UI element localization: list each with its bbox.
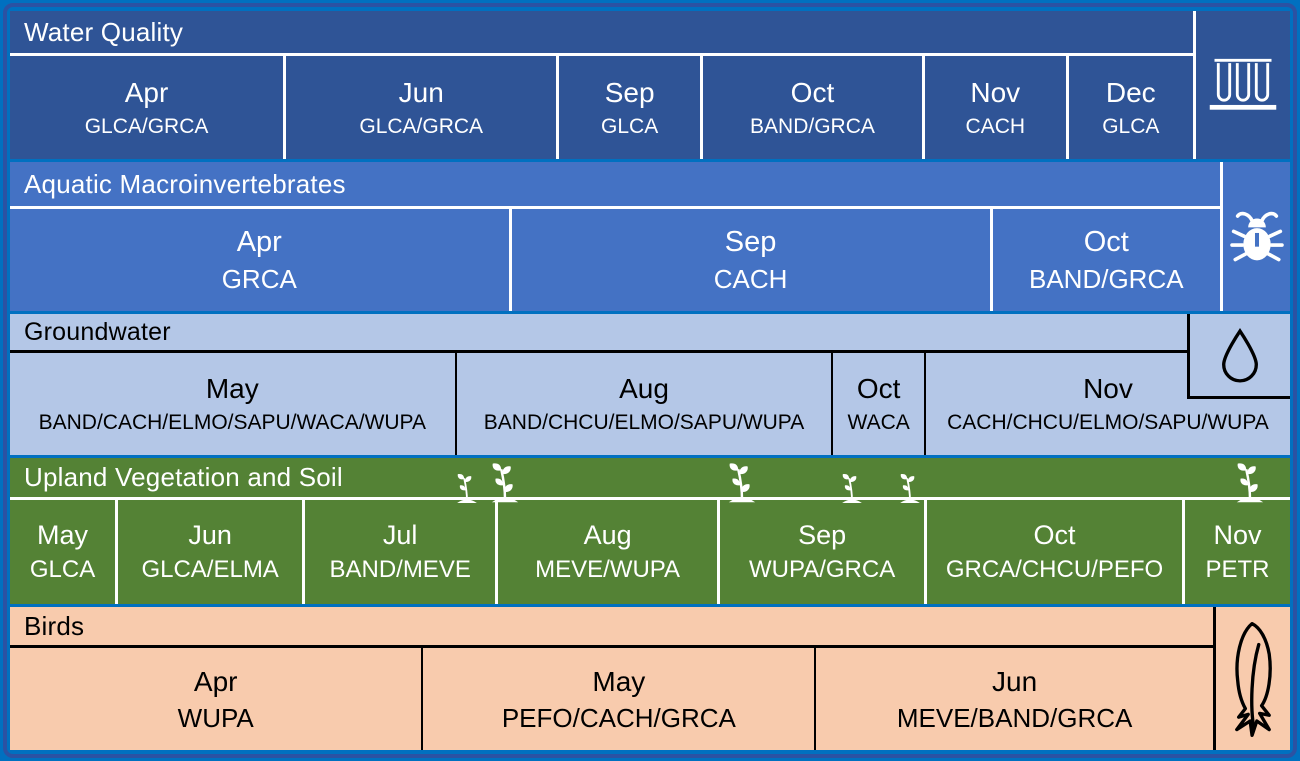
- vegetation-schedule-row: May GLCA Jun GLCA/ELMA Jul BAND/MEVE Aug…: [10, 500, 1290, 604]
- schedule-cell: Jun GLCA/ELMA: [115, 500, 302, 604]
- parks-label: BAND/CHCU/ELMO/SAPU/WUPA: [483, 411, 805, 434]
- beetle-icon: [1220, 162, 1290, 311]
- month-label: May: [37, 520, 89, 550]
- month-label: Sep: [604, 76, 655, 108]
- schedule-cell: Apr GRCA: [10, 209, 509, 311]
- month-label: Jun: [992, 665, 1038, 697]
- month-label: Apr: [124, 76, 169, 108]
- schedule-cell: Apr WUPA: [10, 648, 421, 750]
- month-label: May: [592, 665, 646, 697]
- section-title-groundwater: Groundwater: [10, 314, 1290, 353]
- schedule-cell: Dec GLCA: [1065, 56, 1193, 159]
- schedule-cell: Jun GLCA/GRCA: [283, 56, 556, 159]
- schedule-cell: Nov PETR: [1181, 500, 1290, 604]
- section-title-aquatic-macroinvertebrates: Aquatic Macroinvertebrates: [10, 162, 1220, 209]
- schedule-cell: Oct GRCA/CHCU/PEFO: [924, 500, 1182, 604]
- parks-label: WUPA/GRCA: [748, 556, 896, 583]
- month-label: Oct: [1033, 520, 1076, 550]
- month-label: Jun: [188, 520, 232, 550]
- section-title-water-quality: Water Quality: [10, 11, 1193, 56]
- month-label: Sep: [798, 520, 847, 550]
- parks-label: PETR: [1205, 556, 1270, 583]
- section-groundwater: Groundwater May BAND/CACH/ELMO/SAPU/WACA…: [10, 314, 1290, 455]
- aquatic-schedule-row: Apr GRCA Sep CACH Oct BAND/GRCA: [10, 209, 1220, 311]
- schedule-cell: Aug MEVE/WUPA: [495, 500, 717, 604]
- seedling-icon: [455, 472, 479, 508]
- parks-label: WUPA: [177, 702, 254, 733]
- section-title-upland-vegetation-soil: Upland Vegetation and Soil: [10, 458, 1290, 500]
- seedling-icon: [1234, 460, 1266, 508]
- schedule-cell: Sep GLCA: [556, 56, 700, 159]
- month-label: Nov: [1213, 520, 1262, 550]
- parks-label: MEVE/BAND/GRCA: [896, 702, 1133, 733]
- parks-label: GLCA: [29, 556, 96, 583]
- schedule-cell: Sep WUPA/GRCA: [717, 500, 924, 604]
- schedule-cell: Aug BAND/CHCU/ELMO/SAPU/WUPA: [454, 353, 832, 455]
- parks-label: BAND/CACH/ELMO/SAPU/WACA/WUPA: [38, 411, 427, 434]
- groundwater-schedule-row: May BAND/CACH/ELMO/SAPU/WACA/WUPA Aug BA…: [10, 353, 1290, 455]
- parks-label: GRCA/CHCU/PEFO: [945, 556, 1164, 583]
- schedule-cell: Apr GLCA/GRCA: [10, 56, 283, 159]
- water-droplet-icon: [1187, 314, 1290, 399]
- month-label: May: [205, 373, 259, 404]
- parks-label: GLCA: [1102, 114, 1160, 138]
- month-label: Oct: [790, 76, 835, 108]
- section-birds: Birds Apr WUPA May PEFO/CACH/GRCA Jun ME…: [10, 607, 1290, 750]
- parks-label: GLCA: [601, 114, 659, 138]
- seedling-icon: [898, 472, 922, 508]
- schedule-cell: Nov CACH: [922, 56, 1066, 159]
- schedule-cell: Jun MEVE/BAND/GRCA: [814, 648, 1213, 750]
- schedule-cell: May PEFO/CACH/GRCA: [421, 648, 814, 750]
- month-label: Oct: [1083, 226, 1129, 258]
- schedule-cell: May BAND/CACH/ELMO/SAPU/WACA/WUPA: [10, 353, 455, 455]
- birds-schedule-row: Apr WUPA May PEFO/CACH/GRCA Jun MEVE/BAN…: [10, 648, 1213, 750]
- test-tubes-icon: [1193, 11, 1290, 159]
- month-label: Apr: [193, 665, 238, 697]
- water-quality-schedule-row: Apr GLCA/GRCA Jun GLCA/GRCA Sep GLCA Oct…: [10, 56, 1193, 159]
- section-title-birds: Birds: [10, 607, 1213, 648]
- parks-label: CACH: [965, 114, 1026, 138]
- parks-label: GRCA: [221, 264, 297, 294]
- schedule-cell: Nov CACH/CHCU/ELMO/SAPU/WUPA: [923, 353, 1290, 455]
- month-label: Aug: [619, 373, 669, 404]
- month-label: Aug: [583, 520, 632, 550]
- schedule-cell: May GLCA: [10, 500, 115, 604]
- schedule-cell: Sep CACH: [508, 209, 990, 311]
- parks-label: BAND/GRCA: [750, 114, 875, 138]
- parks-label: PEFO/CACH/GRCA: [501, 702, 736, 733]
- seedling-icon: [840, 472, 864, 508]
- section-upland-vegetation-soil: Upland Vegetation and Soil May GLCA Jun …: [10, 458, 1290, 604]
- month-label: Oct: [856, 373, 901, 404]
- parks-label: GLCA/GRCA: [84, 114, 209, 138]
- month-label: Nov: [970, 76, 1021, 108]
- parks-label: GLCA/GRCA: [359, 114, 484, 138]
- section-aquatic-macroinvertebrates: Aquatic Macroinvertebrates Apr GRCA Sep …: [10, 162, 1290, 311]
- parks-label: BAND/GRCA: [1029, 264, 1184, 294]
- schedule-cell: Oct BAND/GRCA: [699, 56, 922, 159]
- feather-icon: [1213, 607, 1290, 750]
- parks-label: BAND/MEVE: [329, 556, 471, 583]
- month-label: Sep: [724, 226, 777, 258]
- month-label: Jun: [398, 76, 444, 108]
- seedling-icon: [489, 460, 521, 508]
- month-label: Apr: [236, 226, 282, 258]
- seedling-icon: [726, 460, 758, 508]
- schedule-cell: Jul BAND/MEVE: [302, 500, 495, 604]
- month-label: Nov: [1083, 373, 1133, 404]
- parks-label: CACH: [713, 264, 788, 294]
- section-water-quality: Water Quality Apr GLCA/GRCA Jun GLCA/GRC…: [10, 11, 1290, 159]
- month-label: Jul: [382, 520, 418, 550]
- parks-label: GLCA/ELMA: [141, 556, 279, 583]
- parks-label: WACA: [847, 411, 910, 434]
- parks-label: CACH/CHCU/ELMO/SAPU/WUPA: [947, 411, 1269, 434]
- parks-label: MEVE/WUPA: [535, 556, 681, 583]
- schedule-cell: Oct BAND/GRCA: [989, 209, 1220, 311]
- schedule-cell: Oct WACA: [831, 353, 923, 455]
- month-label: Dec: [1105, 76, 1156, 108]
